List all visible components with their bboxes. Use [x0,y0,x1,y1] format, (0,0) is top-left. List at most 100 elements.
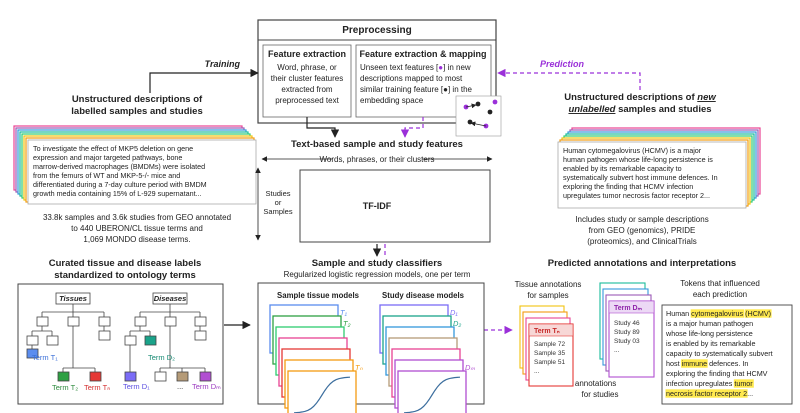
tissue-node [98,330,111,341]
tissue-term-2: Term T₂ [52,383,78,392]
model-label: T₂ [343,319,351,328]
disease-ann-1: Disease annotations [544,379,617,388]
left-text-line-6: growth media containing 15% of L-929 sup… [33,189,202,198]
tissue-node [98,316,111,327]
token-highlight [681,359,708,368]
disease-term-node-3 [176,371,189,382]
prediction-label: Prediction [540,59,585,69]
explanation-text: is enabled by its remarkable [666,339,756,348]
mapping-line-1: Unseen text features [●] in new [360,63,471,72]
extraction-line-1: Word, phrase, or [277,63,337,72]
explanation-line: capacity to systematically subvert [666,349,773,358]
token-highlight [690,309,745,318]
tissue-card-term: Term Tₙ [534,328,560,335]
disease-node [164,316,177,327]
token-highlight [733,379,754,388]
extraction-line-4: preprocessed text [275,96,339,105]
explanation-line: whose life-long persistence [665,329,753,338]
highlighted-token: necrosis factor receptor 2 [666,389,747,398]
preprocessing-title: Preprocessing [342,25,411,36]
ontology-title-2: standardized to ontology terms [54,270,195,281]
left-text-line-2: expression and major targeted pathways, … [33,153,182,162]
explanation-text: host [666,359,682,368]
tissue-node [26,335,39,346]
explanation-text: defences. In [707,359,748,368]
extraction-title: Feature extraction [268,49,346,59]
sigmoid-curve [293,376,351,413]
disease-card-item: Study 46 [614,320,640,327]
diseases-label: Diseases [154,294,187,303]
tissue-node [67,316,80,327]
tissue-ann-1: Tissue annotations [515,280,582,289]
explanation-line: is enabled by its remarkable [666,339,756,348]
tokens-title-1: Tokens that influenced [680,279,760,288]
sigmoid-curve [403,376,461,413]
token-highlight [665,389,748,398]
predictions-section: Predicted annotations and interpretation… [515,258,793,405]
purple-dot-icon: ● [438,63,443,72]
disease-card-header [608,300,655,314]
explanation-line: necrosis factor receptor 2... [666,389,753,398]
axis-label-1: Studies [265,189,290,198]
highlighted-token: immune [682,359,708,368]
right-caption-3: (proteomics), and ClinicalTrials [587,237,697,246]
explanation-line: host immune defences. In [666,359,748,368]
explanation-box: Human cytomegalovirus (HCMV)is a major h… [661,304,793,405]
model-label: Tₙ [355,363,364,372]
disease-node [124,335,137,346]
disease-term-node-4 [199,371,212,382]
explanation-text: Human [666,309,691,318]
axis-label-2: or [275,198,282,207]
right-text-line-6: upregulates tumor necrosis factor recept… [563,191,710,200]
tissue-ann-2: for samples [527,291,568,300]
predictions-title: Predicted annotations and interpretation… [548,258,736,269]
right-caption-2: from GEO (genomics), PRIDE [589,226,696,235]
explanation-line: exploring the finding that HCMV [666,369,768,378]
left-caption-3: 1,069 MONDO disease terms. [83,235,190,244]
training-label: Training [205,59,241,69]
mapping-line-2: descriptions mapped to most [360,74,463,83]
ontology-trees [26,292,212,382]
disease-ann-2: for studies [582,390,619,399]
explanation-line: is a major human pathogen [666,319,753,328]
right-input-title-1: Unstructured descriptions of new [564,92,716,103]
model-label: D₂ [453,319,461,328]
mapping-line-4: embedding space [360,96,424,105]
right-caption-1: Includes study or sample descriptions [575,215,708,224]
disease-term-4: Term Dₘ [192,382,221,391]
tissue-term-1: Term T₁ [32,353,58,362]
tissue-node [46,335,59,346]
left-text-line-3: marrow-derived macrophages (BMDMs) were … [33,162,205,171]
right-text-line-1: Human cytomegalovirus (HCMV) is a major [563,146,702,155]
left-input-title-1: Unstructured descriptions of [72,94,203,105]
disease-term-1: Term D₁ [123,382,150,391]
disease-card-item: Study 89 [614,329,640,336]
classifiers-subtitle: Regularized logistic regression models, … [284,270,471,279]
disease-card-item: Study 03 [614,338,640,345]
mapping-title: Feature extraction & mapping [359,49,486,59]
disease-node [194,316,207,327]
tissue-term-node-2 [57,371,70,382]
classifiers-title: Sample and study classifiers [312,258,442,269]
tissue-term-node-3 [89,371,102,382]
tissue-term-node-1 [26,348,39,359]
right-text-line-2: human pathogen whose life-long persisten… [563,155,713,164]
left-text-line-4: from the femurs of WT and MKP-5-/- mice … [33,171,180,180]
left-text-line-1: To investigate the effect of MKP5 deleti… [33,144,193,153]
features-section: Text-based sample and study features Wor… [255,139,493,243]
right-text-line-4: systematically subvert host immune defen… [563,173,718,182]
tissue-card-item: ... [534,368,540,375]
explanation-text: infection upregulates [666,379,734,388]
tissue-card-item: Sample 35 [534,350,565,357]
left-text-line-5: differentiated during a 7-day culture pe… [33,180,207,189]
right-text-line-3: enabled by its remarkable capacity to [563,164,682,173]
classifiers-section: Sample and study classifiers Regularized… [257,258,485,413]
disease-card-item: ... [614,347,620,354]
embedding-space-icon [455,95,502,137]
tissue-node [36,316,49,327]
mapping-line-3: similar training feature [●] in the [360,85,473,94]
